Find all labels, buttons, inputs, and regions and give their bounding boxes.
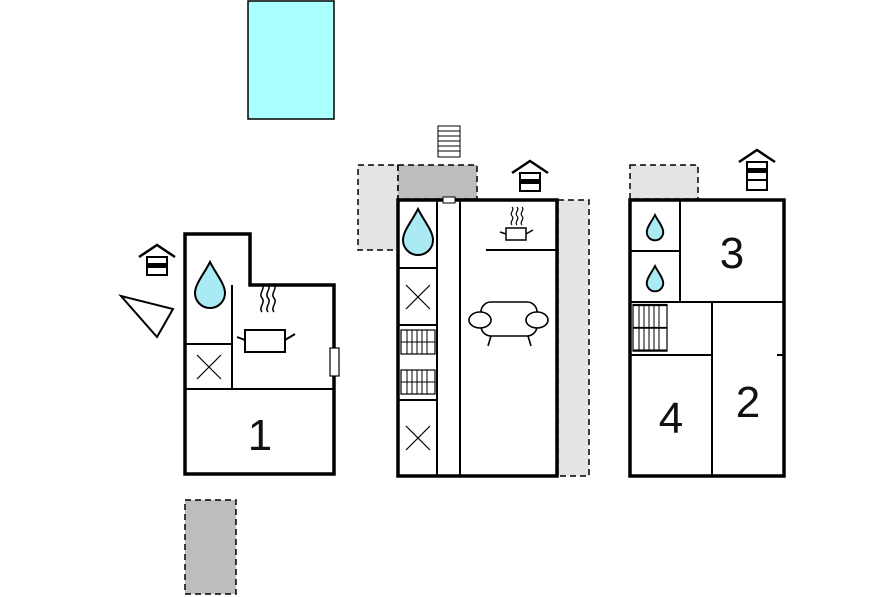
bunk-bed-icon xyxy=(400,369,436,395)
room-label: 1 xyxy=(248,411,272,460)
cooking-pot-icon xyxy=(499,206,534,241)
house-entrance-icon xyxy=(510,159,550,193)
terrace-right-mid xyxy=(557,199,590,477)
room-label: 4 xyxy=(659,394,683,443)
house-entrance-icon xyxy=(137,243,177,277)
pool xyxy=(247,0,335,120)
stairs-icon xyxy=(437,125,461,158)
room-label: 3 xyxy=(720,229,744,278)
terrace-left-mid xyxy=(357,164,399,251)
north-arrow-icon xyxy=(118,294,175,339)
parking-area xyxy=(184,499,237,595)
sofa-icon xyxy=(468,301,549,347)
house-entrance-icon xyxy=(737,148,777,182)
x-mark-icon xyxy=(405,284,431,310)
cooking-pot-icon xyxy=(236,283,296,353)
building-middle xyxy=(396,196,559,478)
terrace-top-mid xyxy=(397,164,478,200)
room-label: 2 xyxy=(736,378,760,427)
building-right: 3 2 4 xyxy=(628,198,786,478)
x-mark-icon xyxy=(405,425,431,451)
bunk-bed-icon xyxy=(400,329,436,355)
terrace-top-right xyxy=(629,164,699,200)
building-left: 1 xyxy=(183,232,340,476)
x-mark-icon xyxy=(196,354,222,380)
bunk-bed-icon xyxy=(631,303,669,352)
